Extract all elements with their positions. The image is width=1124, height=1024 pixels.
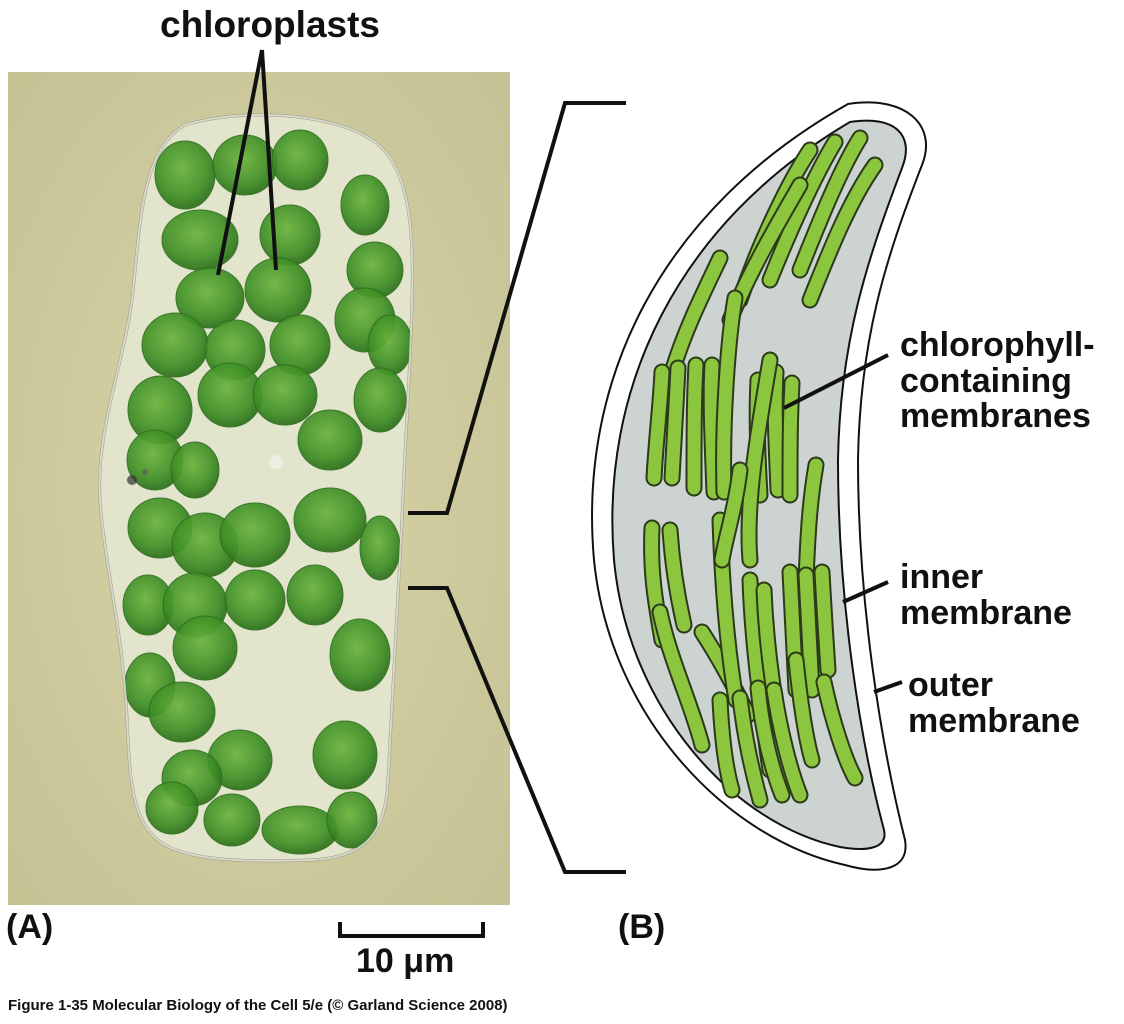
cell-wall-highlight [98,113,414,862]
chloroplast [367,314,413,376]
figure-caption: Figure 1-35 Molecular Biology of the Cel… [8,997,508,1014]
thylakoid-membrane [653,605,709,752]
thylakoid-membrane [663,523,691,632]
thylakoid-membrane [704,358,721,499]
cell-vesicle [269,455,283,469]
pointer-outer-membrane [873,680,903,694]
thylakoid-membrane [751,681,789,802]
chloroplast [259,204,321,266]
chloroplast [203,793,261,847]
chloroplast [244,257,312,323]
chloroplast [141,312,209,378]
chloroplast [293,487,367,553]
thylakoid-membrane [717,291,742,499]
chloroplast [353,367,407,433]
chloroplast [197,362,263,428]
thylakoid-membrane [687,358,703,495]
thylakoid-membrane [713,693,739,797]
thylakoid-membrane [665,361,685,485]
chloroplast-diagram [591,101,927,871]
outer-membrane-label: outer membrane [908,666,1080,740]
zoom-line-bottom [408,586,626,874]
label-line: containing [900,361,1072,400]
thylakoid-membrane [817,675,862,785]
zoom-line-top [408,101,626,515]
thylakoid-membrane [783,376,799,502]
chloroplast-pointers [216,49,278,276]
label-line: membranes [900,397,1091,436]
chloroplast [145,781,199,835]
diagram-pointers [783,353,903,694]
thylakoid-membrane [715,463,747,567]
label-line: membrane [900,593,1072,632]
pointer-inner-membrane [842,580,889,604]
panel-a-label: (A) [6,908,54,946]
chloroplast [148,681,216,743]
pointer-line [260,49,278,271]
cell-granule [142,469,148,475]
chloroplast [340,174,390,236]
chloroplast [224,569,286,631]
chloroplast [312,720,378,790]
thylakoid-membrane [803,158,882,307]
chloroplast [261,805,339,855]
pointer-line [216,49,264,276]
chloroplast [252,364,318,426]
thylakoid-membrane [763,135,842,287]
thylakoid-membrane [767,683,807,802]
chlorophyll-membranes-label: chlorophyll- containing membranes [900,326,1095,436]
thylakoid-membrane [742,353,777,567]
thylakoid-membrane [733,691,767,807]
chloroplast [326,791,378,849]
chloroplast [172,615,238,681]
inner-membrane-label: inner membrane [900,558,1072,632]
scale-bar-label: 10 μm [356,942,455,980]
label-line: inner [900,558,984,596]
pointer-chlorophyll [783,353,889,410]
chloroplast [359,515,401,581]
chloroplast [271,129,329,191]
thylakoid-membrane [815,565,835,677]
panel-b-label: (B) [618,908,666,946]
label-line: outer [908,666,993,704]
chloroplast-cluster [122,129,413,855]
thylakoid-membrane [793,131,867,277]
chloroplast [154,140,216,210]
thylakoid-membrane [799,458,823,587]
thylakoid-membrane [665,251,727,379]
label-line: chlorophyll- [900,326,1095,364]
chloroplast [297,409,363,471]
micrograph-panel [8,72,510,905]
chloroplast [219,502,291,568]
thylakoid-membrane [789,653,819,767]
chloroplast [170,441,220,499]
thylakoid-membrane [799,568,819,697]
thylakoid-membrane [768,365,785,497]
chloroplast [175,267,245,329]
chloroplast [286,564,344,626]
cell-granule [127,475,137,485]
label-line: membrane [908,701,1080,740]
scale-bar [338,922,485,938]
zoom-connector [408,101,626,874]
chloroplasts-label: chloroplasts [160,4,380,45]
chloroplast [329,618,391,692]
thylakoid-group [643,129,884,809]
thylakoid-membrane [647,365,669,485]
